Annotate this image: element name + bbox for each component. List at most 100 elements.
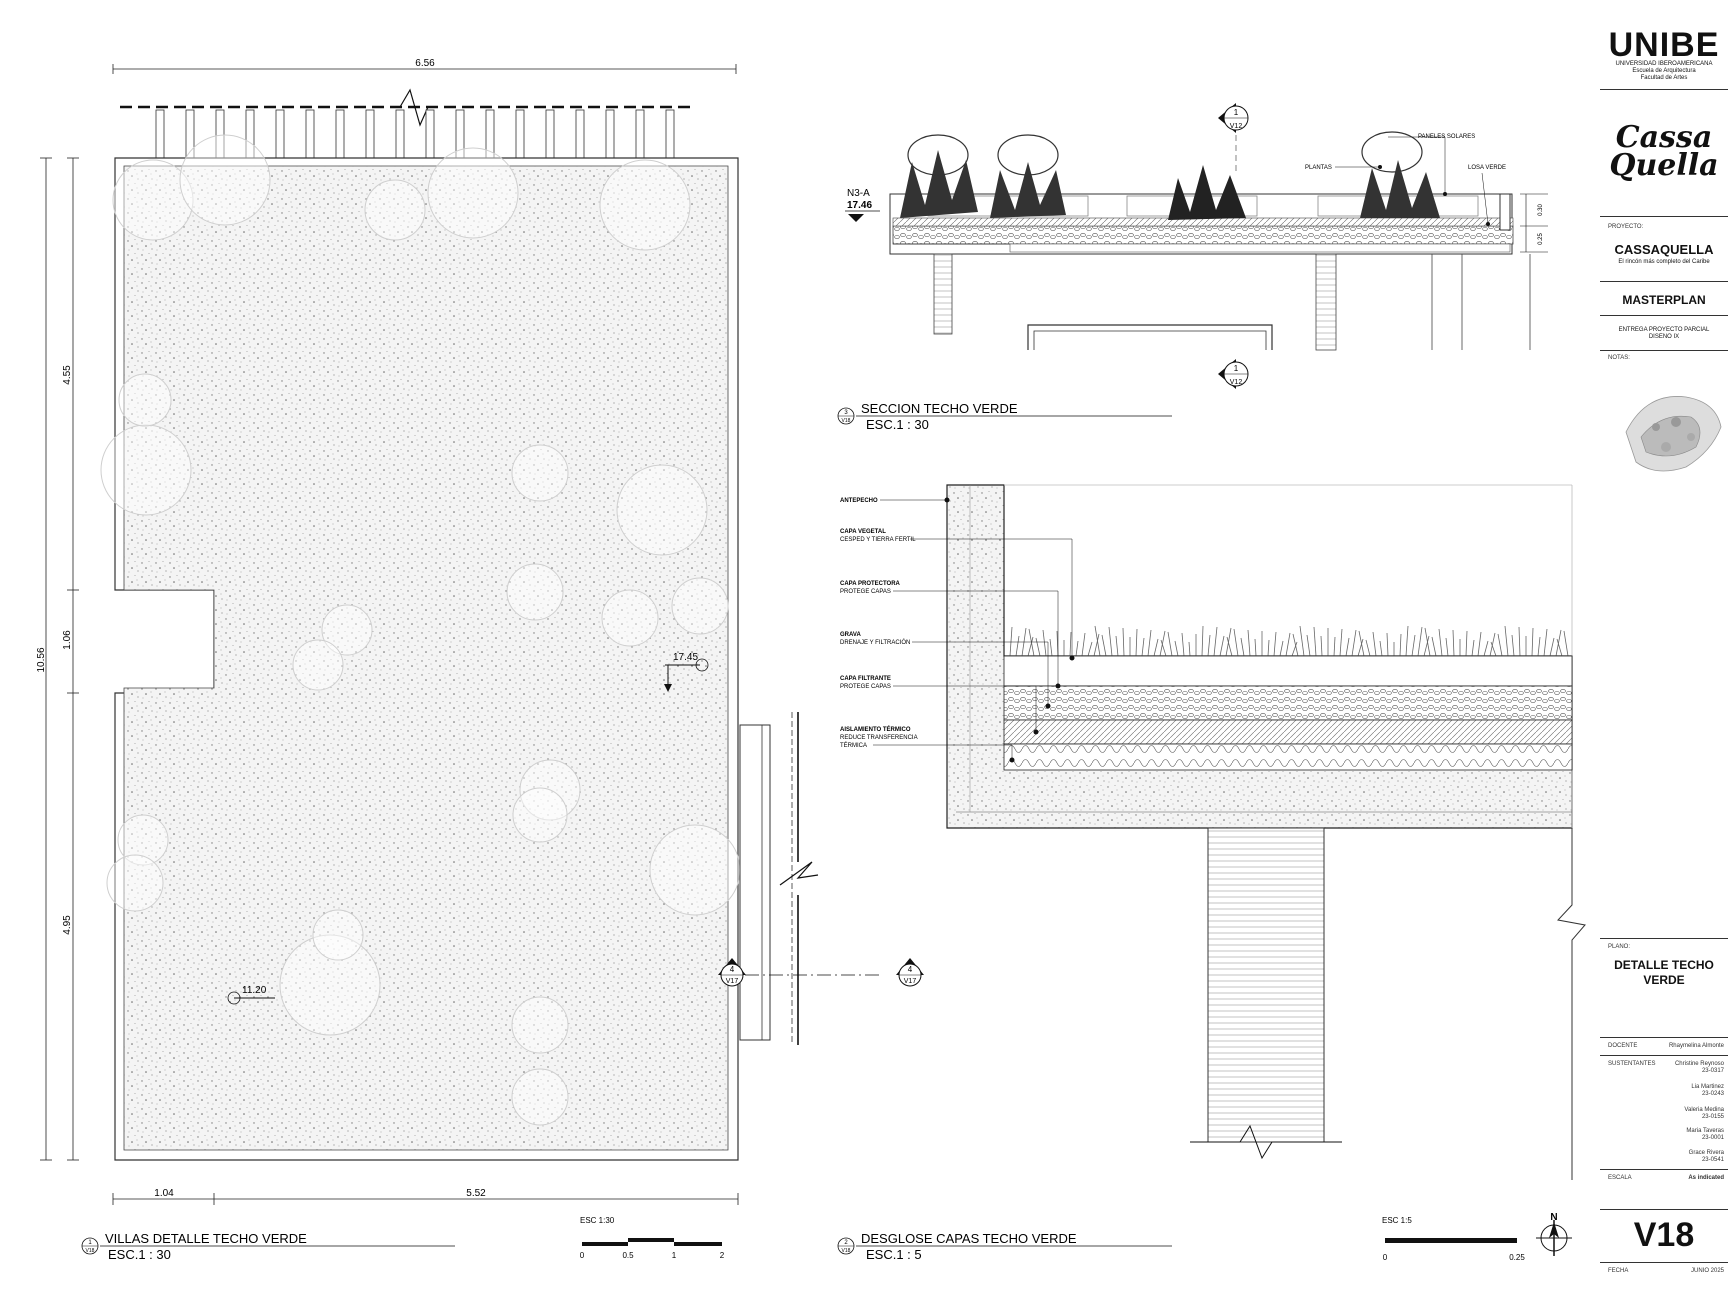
plan-dim-left-top: 4.55 [62,365,73,385]
grass-blade [1531,627,1534,657]
grass-blade [1135,628,1138,657]
plan-dim-left-mid: 1.06 [62,630,73,650]
scale-bar-1-30: ESC 1:30 0 0.5 1 2 [580,1216,725,1260]
section-dim: 0.30 [1538,204,1544,216]
pergola-post [335,109,345,159]
grass-blade [1543,628,1548,657]
grass-blade [1357,638,1364,657]
layer-label: GRAVA [840,632,861,638]
grass-blade [1306,634,1311,657]
grass-blade [1254,638,1257,657]
grass-blade [1240,637,1245,657]
grass-blade [1556,638,1563,657]
title-sheet: V18 [86,1248,95,1254]
pergola-post [365,109,375,159]
entrega-line: ENTREGA PROYECTO PARCIAL [1618,327,1710,333]
plano-title: VERDE [1643,973,1685,987]
site-plan-thumbnail [1625,396,1722,472]
pergola-post [395,109,405,159]
pergola-post [605,109,615,159]
layer-desc: PROTEGE CAPAS [840,589,891,595]
grass-blade [1181,632,1185,657]
section-callout: 4 V17 4 V17 [718,958,924,987]
roof-plan: 6.56 [36,58,924,1262]
grass-blade [1511,634,1515,657]
pergola-post [665,109,675,159]
project-logo: Cassa Quella [1600,120,1728,181]
plan-title-block: 1 V18 VILLAS DETALLE TECHO VERDE ESC.1 :… [81,1231,455,1262]
grass-blade [1424,627,1431,657]
title-num: 1 [88,1240,92,1246]
fecha-value: JUNIO 2025 [1690,1268,1724,1274]
grass-blade [1411,634,1416,657]
pergola-post [515,109,525,159]
grass-blade [1075,640,1079,657]
grass-blade [1518,626,1521,657]
grass-blade [1233,628,1239,657]
plano-label: PLANO: [1608,944,1631,950]
cut-sheet: V12 [1230,379,1243,386]
scale-tick: 0.25 [1509,1253,1525,1262]
sustentantes-label: SUSTENTANTES [1608,1061,1656,1067]
grass-blade [1174,640,1179,657]
scale-bar-1-5: ESC 1:5 0 0.25 [1382,1216,1525,1262]
grass-blade [1292,633,1299,657]
grass-blade [1386,632,1389,657]
title-num: 2 [844,1240,848,1246]
cut-marker-top: 1 V12 [1218,103,1249,133]
grass-blade [1226,636,1233,657]
grass-blade [1477,631,1482,657]
layers-scale: ESC.1 : 5 [866,1247,922,1262]
callout-num: 4 [730,965,735,974]
cut-num: 1 [1234,364,1239,373]
grass-blade [1101,634,1107,657]
grass-blade [1081,632,1086,657]
level-marker-11-20: 11.20 [227,985,275,1005]
grass-blade [1333,636,1336,657]
layer-labels: ANTEPECHO CAPA VEGETAL CESPED Y TIERRA F… [840,497,1075,763]
drawing-sheet: 6.56 [36,58,1586,1262]
grass-blade [1405,625,1409,657]
grass-blade [1438,628,1443,657]
grass-blade [1267,639,1270,657]
grass-blade [1122,627,1125,657]
grass-blade [1015,635,1020,657]
logo-line: Cassa [1615,120,1713,155]
school-logo: UNIBE [1608,26,1720,64]
grass-blade [1399,633,1402,657]
grass-blade [1339,628,1343,657]
title-sheet: V18 [842,1248,851,1254]
school-line: Facultad de Artes [1640,75,1688,81]
grass-blade [1201,625,1204,657]
grass-blade [1042,629,1047,657]
layers-title: DESGLOSE CAPAS TECHO VERDE [861,1231,1077,1246]
grass-blade [1207,634,1211,657]
grass-blade [1108,626,1113,657]
cut-marker-bottom: 1 V12 [1218,359,1249,389]
grass-blade [1273,631,1277,657]
grass-blade [1471,639,1475,657]
level-marker-17-45: 17.45 [664,652,709,692]
grass-blade [1167,631,1173,657]
docente-label: DOCENTE [1608,1043,1638,1049]
layer-label: CAPA FILTRANTE [840,676,891,682]
plan-dim-bottom-right: 5.52 [466,1188,486,1199]
school-line: UNIVERSIDAD IBEROAMERICANA [1615,61,1713,67]
grass-blade [1497,633,1503,657]
grass-blade [1160,639,1167,657]
plants [900,131,1440,220]
grass-blade [1141,637,1145,657]
grass-blade [1291,641,1298,657]
plan-dim-bottom-left: 1.04 [154,1188,174,1199]
grass-blade [1147,629,1152,657]
level-value: 17.46 [847,200,872,211]
school-line: Escuela de Arquitectura [1632,68,1696,74]
green-roof-section: 1 V12 1 V12 N3-A 17.46 [837,103,1548,432]
grass-blade [1351,629,1357,657]
layers-title-block: 2 V18 DESGLOSE CAPAS TECHO VERDE ESC.1 :… [837,1231,1172,1262]
